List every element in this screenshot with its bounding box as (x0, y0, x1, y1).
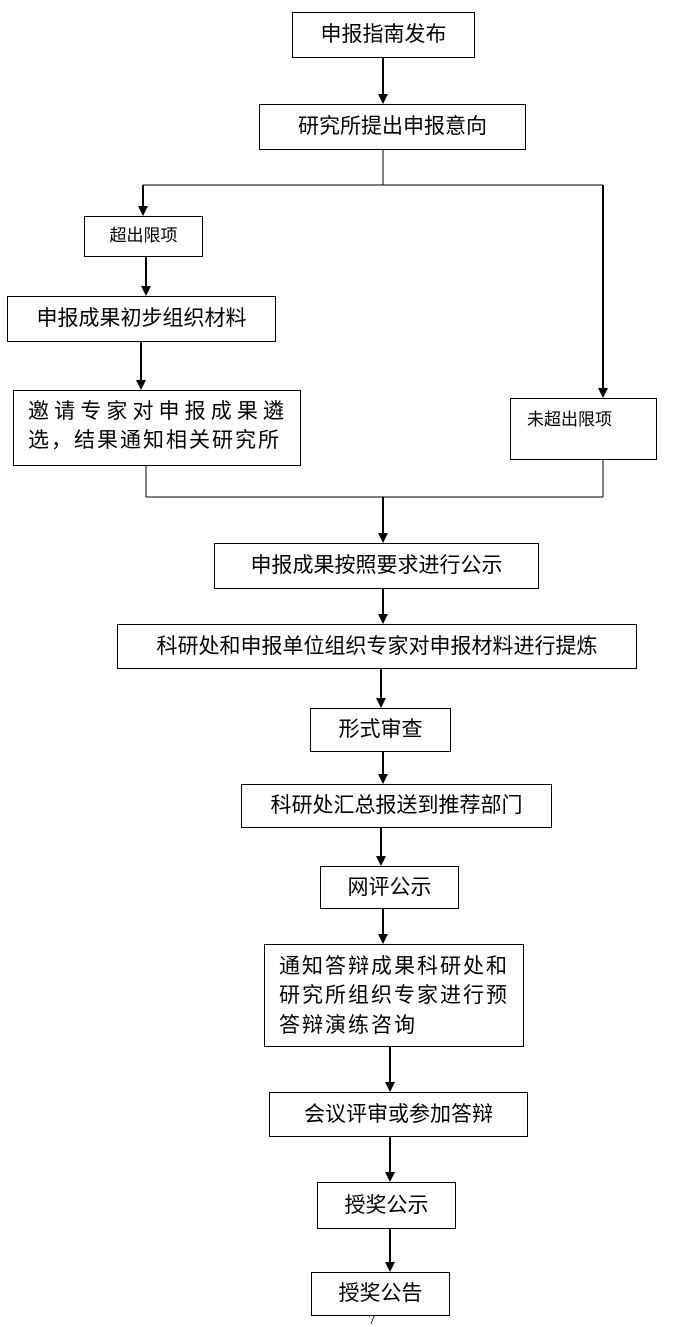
step-formal-review: 形式审查 (310, 708, 451, 752)
step-expert-selection-text: 邀请专家对申报成果遴选，结果通知相关研究所 (28, 399, 286, 453)
step-publicity: 申报成果按照要求进行公示 (214, 543, 539, 589)
page-number: 7 (368, 1313, 376, 1327)
step-defense-rehearsal: 通知答辩成果科研处和研究所组织专家进行预答辩演练咨询 (264, 944, 524, 1047)
step-summary-report: 科研处汇总报送到推荐部门 (241, 784, 552, 828)
step-award-publicity: 授奖公示 (317, 1182, 456, 1229)
step-defense-rehearsal-text: 通知答辩成果科研处和研究所组织专家进行预答辩演练咨询 (279, 954, 509, 1037)
step-refine: 科研处和申报单位组织专家对申报材料进行提炼 (117, 624, 637, 669)
step-prelim-materials: 申报成果初步组织材料 (7, 296, 276, 342)
step-guide-release: 申报指南发布 (292, 12, 475, 58)
step-expert-selection: 邀请专家对申报成果遴选，结果通知相关研究所 (13, 390, 301, 466)
step-award-announcement: 授奖公告 (311, 1272, 450, 1316)
step-over-limit: 超出限项 (84, 216, 203, 257)
step-meeting-review: 会议评审或参加答辩 (269, 1092, 528, 1137)
step-online-publicity: 网评公示 (320, 866, 459, 909)
step-intent: 研究所提出申报意向 (259, 104, 526, 150)
step-not-over-limit: 未超出限项 (510, 398, 657, 460)
